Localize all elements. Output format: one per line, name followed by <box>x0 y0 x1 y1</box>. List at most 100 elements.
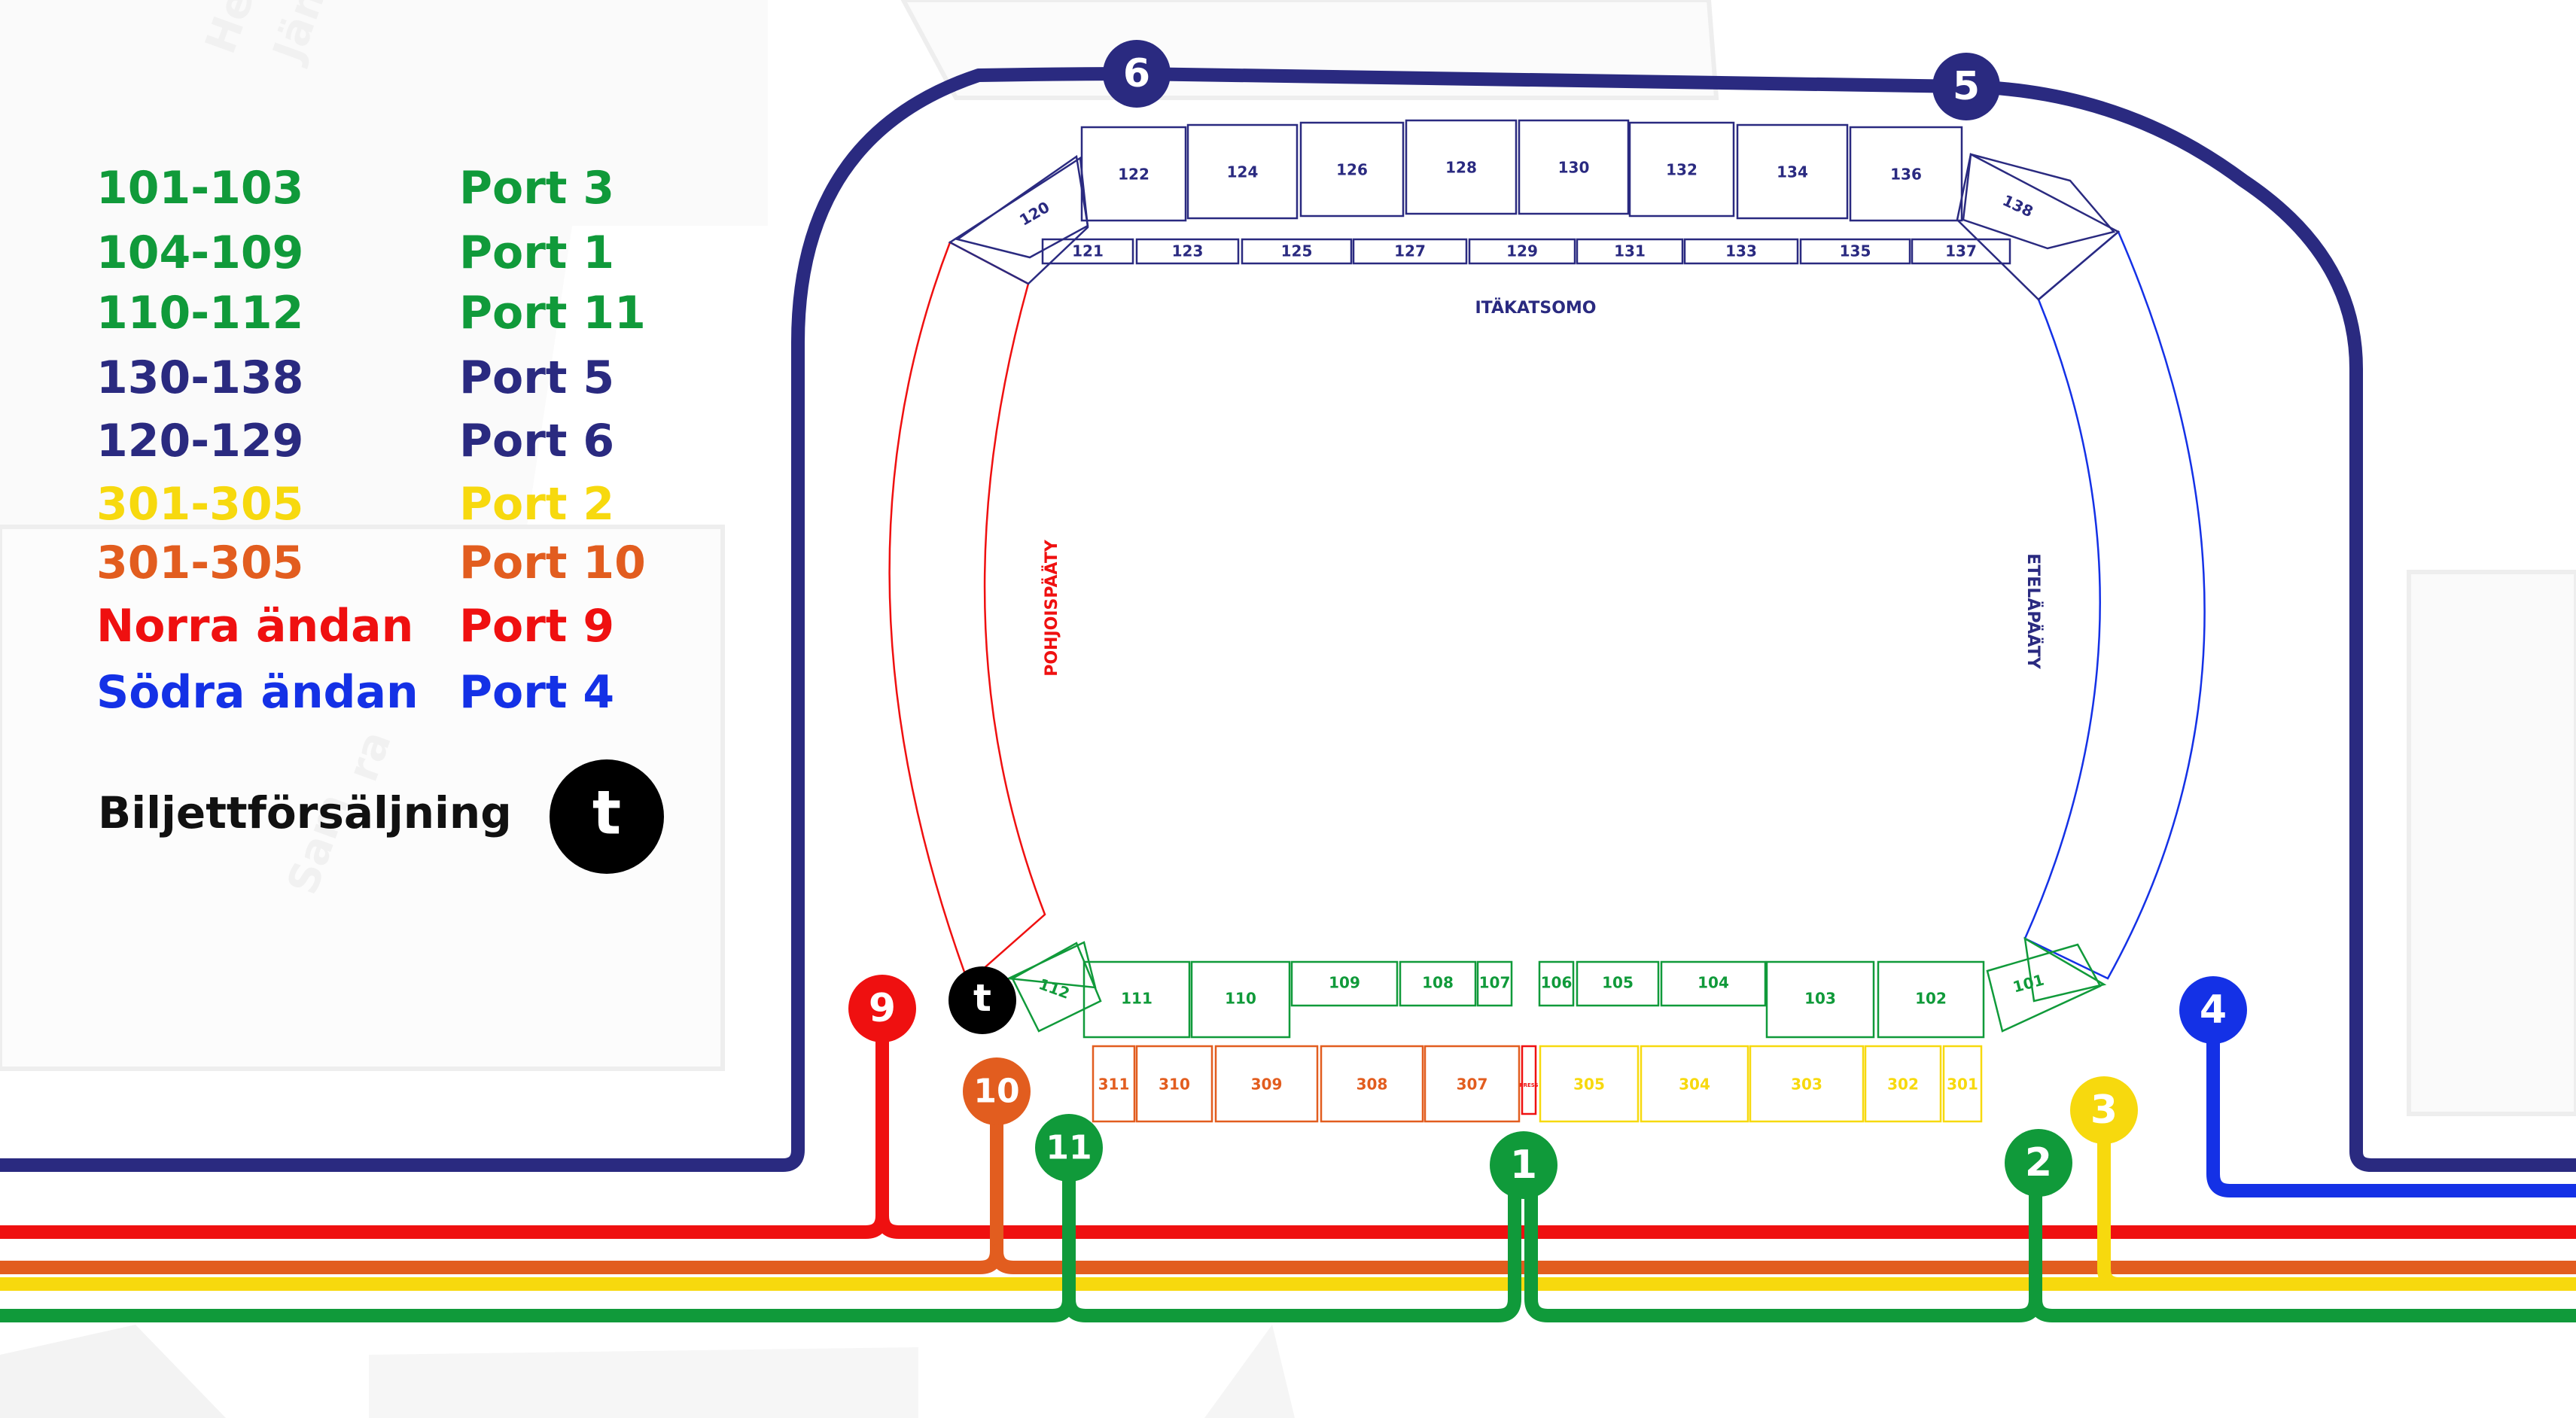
svg-text:308: 308 <box>1357 1076 1388 1094</box>
legend-port: Port 3 <box>459 162 614 215</box>
section-126[interactable]: 126 <box>1299 121 1405 218</box>
access-routes <box>0 67 2576 1322</box>
route-green-mid2 <box>1524 1156 2042 1322</box>
section-137[interactable]: 137 <box>1911 238 2011 265</box>
section-303[interactable]: 303 <box>1749 1045 1865 1123</box>
west-stand-corner-right <box>2023 936 2107 1003</box>
section-123[interactable]: 123 <box>1135 238 1240 265</box>
gate-3-marker: 3 <box>2070 1076 2138 1144</box>
section-302[interactable]: 302 <box>1864 1045 1942 1123</box>
section-105[interactable]: 105 <box>1576 960 1660 1007</box>
section-301[interactable]: 301 <box>1942 1045 1983 1123</box>
section-130[interactable]: 130 <box>1518 119 1630 215</box>
south-stand-label: ETELÄPÄÄTY <box>2023 553 2043 670</box>
gate-9-marker: 9 <box>848 975 916 1042</box>
section-309[interactable]: 309 <box>1214 1045 1319 1123</box>
svg-text:4: 4 <box>2200 987 2227 1033</box>
south-stand <box>2023 230 2206 980</box>
svg-text:126: 126 <box>1336 161 1368 179</box>
svg-text:127: 127 <box>1394 242 1426 260</box>
section-135[interactable]: 135 <box>1799 238 1911 265</box>
gate-2-marker: 2 <box>2005 1129 2072 1197</box>
svg-text:304: 304 <box>1679 1076 1710 1094</box>
svg-text:106: 106 <box>1541 974 1573 992</box>
section-134[interactable]: 134 <box>1736 123 1849 220</box>
svg-text:9: 9 <box>869 986 896 1031</box>
svg-text:305: 305 <box>1573 1076 1605 1094</box>
gate-6-marker: 6 <box>1103 40 1171 108</box>
legend-sections: Södra ändan <box>96 666 419 719</box>
svg-text:107: 107 <box>1479 974 1511 992</box>
svg-text:135: 135 <box>1840 242 1871 260</box>
stadium <box>888 153 2206 1003</box>
svg-text:5: 5 <box>1953 64 1980 109</box>
legend-sections: 130-138 <box>96 351 303 404</box>
svg-text:3: 3 <box>2090 1088 2118 1133</box>
section-106[interactable]: 106 <box>1538 960 1575 1007</box>
section-128[interactable]: 128 <box>1405 119 1518 215</box>
route-green-mid <box>1062 1156 1521 1322</box>
section-129[interactable]: 129 <box>1468 238 1576 265</box>
legend-port: Port 9 <box>459 600 614 653</box>
section-127[interactable]: 127 <box>1352 238 1468 265</box>
route-navy-east <box>1959 80 2576 1172</box>
section-136[interactable]: 136 <box>1849 126 1963 222</box>
legend-port: Port 11 <box>459 287 646 339</box>
gate-5-marker: 5 <box>1932 53 2000 120</box>
svg-text:t: t <box>973 976 991 1020</box>
svg-text:301: 301 <box>1947 1076 1978 1094</box>
legend-port: Port 10 <box>459 537 646 589</box>
section-133[interactable]: 133 <box>1683 238 1799 265</box>
section-108[interactable]: 108 <box>1399 960 1477 1007</box>
section-109[interactable]: 109 <box>1290 960 1399 1007</box>
section-304[interactable]: 304 <box>1640 1045 1749 1123</box>
route-red-right <box>875 1209 2576 1239</box>
section-131[interactable]: 131 <box>1576 238 1684 265</box>
section-121[interactable]: 121 <box>1041 238 1134 265</box>
legend-port: Port 1 <box>459 227 614 279</box>
gate-1-marker: 1 <box>1490 1131 1557 1199</box>
route-yellow-gate3 <box>2097 1103 2126 1291</box>
ticket-icon-glyph: t <box>592 778 621 848</box>
legend-sections: 104-109 <box>96 227 303 279</box>
section-103[interactable]: 103 <box>1765 960 1875 1039</box>
section-111[interactable]: 111 <box>1082 960 1191 1039</box>
gate-4-marker: 4 <box>2179 976 2247 1044</box>
svg-text:132: 132 <box>1666 161 1698 179</box>
east-stand-corner-left <box>948 156 1089 285</box>
svg-text:307: 307 <box>1457 1076 1488 1094</box>
svg-text:111: 111 <box>1121 990 1153 1008</box>
svg-text:125: 125 <box>1281 242 1313 260</box>
section-305[interactable]: 305 <box>1539 1045 1640 1123</box>
section-310[interactable]: 310 <box>1135 1045 1213 1123</box>
svg-text:124: 124 <box>1227 163 1259 181</box>
section-press[interactable]: PRESS <box>1519 1045 1539 1115</box>
section-124[interactable]: 124 <box>1186 123 1299 220</box>
section-132[interactable]: 132 <box>1628 121 1735 218</box>
section-104[interactable]: 104 <box>1660 960 1767 1007</box>
svg-text:109: 109 <box>1329 974 1360 992</box>
section-308[interactable]: 308 <box>1320 1045 1424 1123</box>
svg-text:101: 101 <box>2011 971 2046 997</box>
section-102[interactable]: 102 <box>1877 960 1985 1039</box>
north-stand-label: POHJOISPÄÄTY <box>1042 539 1061 677</box>
section-125[interactable]: 125 <box>1241 238 1353 265</box>
section-122[interactable]: 122 <box>1080 126 1187 222</box>
section-107[interactable]: 107 <box>1476 960 1513 1007</box>
svg-text:134: 134 <box>1777 163 1808 181</box>
section-110[interactable]: 110 <box>1190 960 1291 1039</box>
section-138[interactable]: 138 <box>1962 153 2116 250</box>
svg-text:133: 133 <box>1725 242 1757 260</box>
svg-text:311: 311 <box>1098 1076 1130 1094</box>
section-307[interactable]: 307 <box>1423 1045 1521 1123</box>
section-311[interactable]: 311 <box>1092 1045 1136 1123</box>
svg-text:122: 122 <box>1118 166 1149 184</box>
gate-11-marker: 11 <box>1035 1114 1103 1182</box>
section-101[interactable]: 101 <box>1986 943 2102 1033</box>
route-orange <box>0 1085 1003 1274</box>
svg-text:129: 129 <box>1506 242 1538 260</box>
svg-text:309: 309 <box>1251 1076 1283 1094</box>
svg-text:136: 136 <box>1890 166 1922 184</box>
section-120[interactable]: 120 <box>955 154 1089 259</box>
